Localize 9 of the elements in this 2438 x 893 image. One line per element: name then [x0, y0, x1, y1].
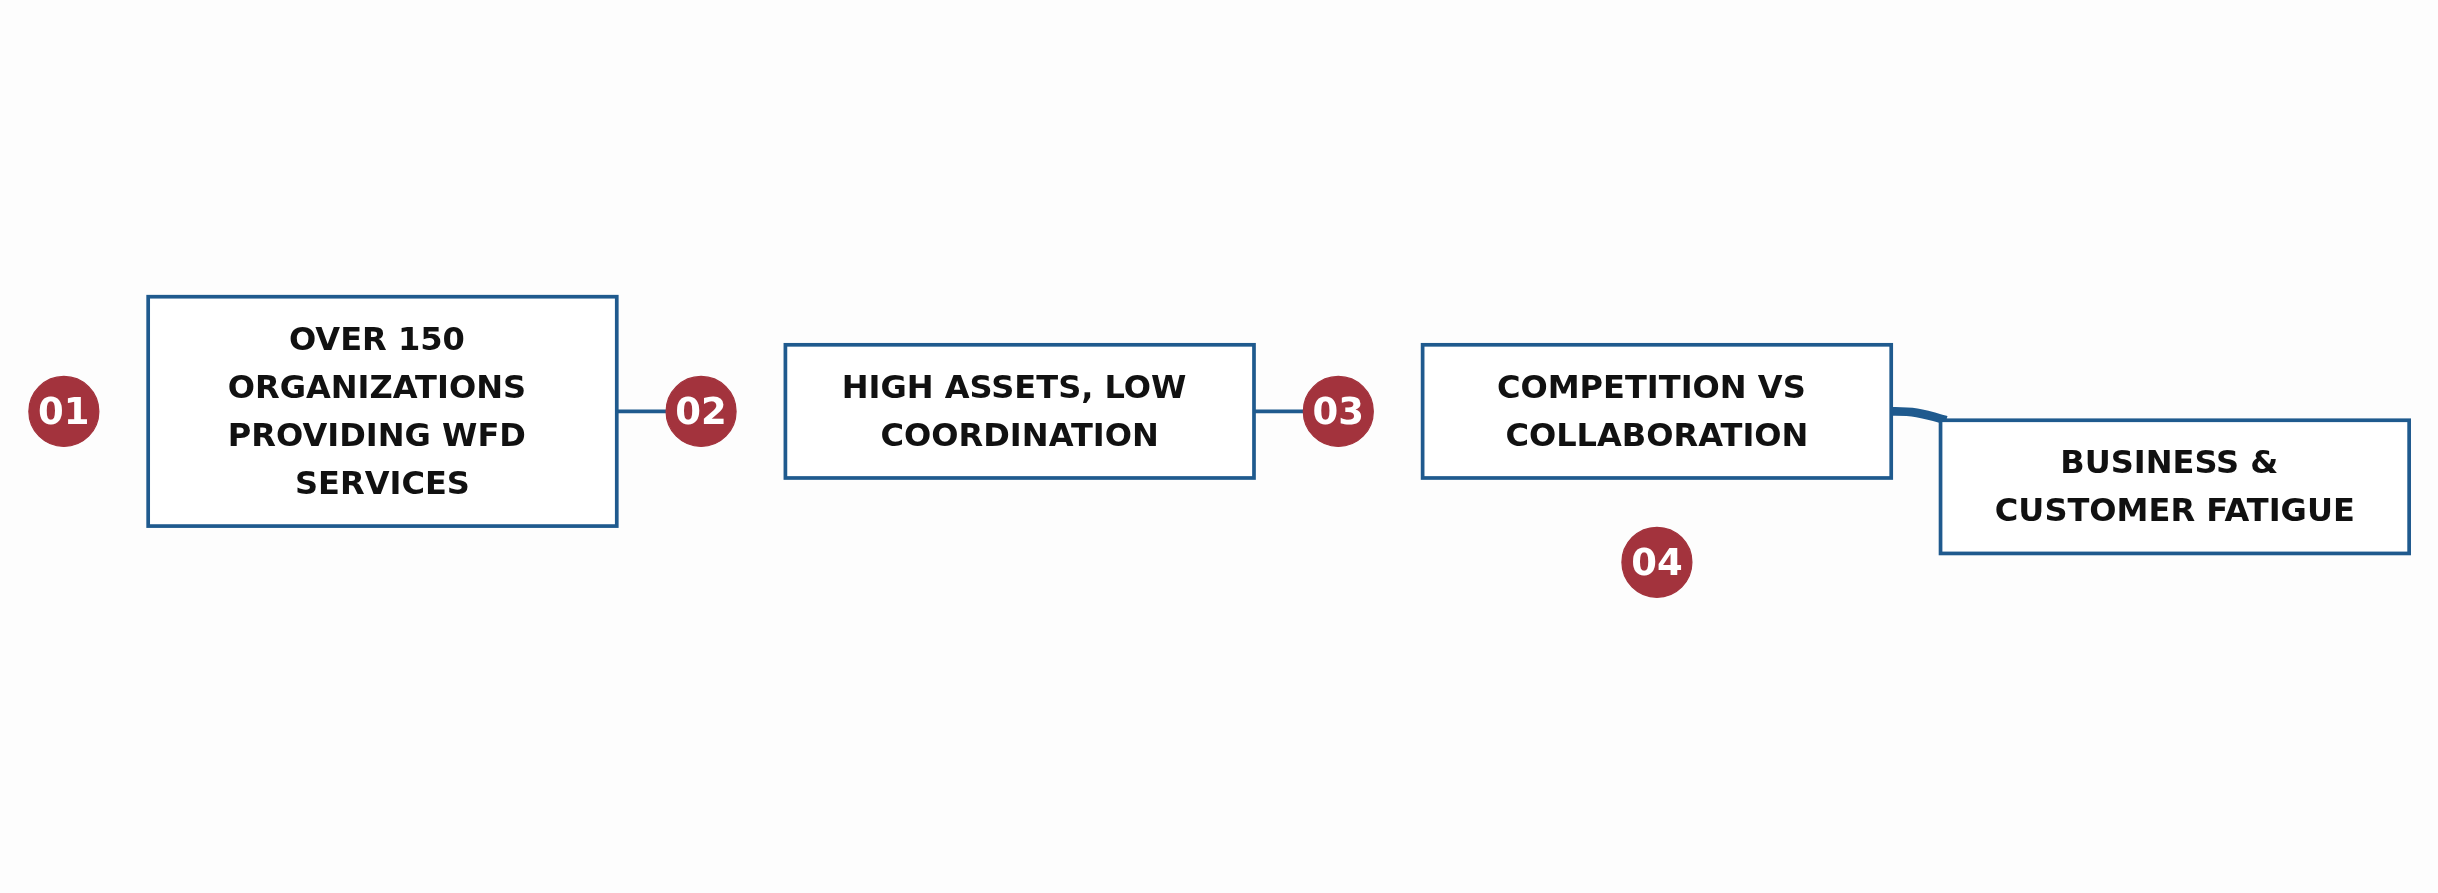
node-circle: 03 [1302, 375, 1374, 447]
node-circle: 01 [28, 375, 100, 447]
node-circle: 02 [665, 375, 737, 447]
node-box: BUSINESS & CUSTOMER FATIGUE [1938, 417, 2411, 555]
connector [1254, 409, 1304, 413]
node-box: COMPETITION VS COLLABORATION [1420, 342, 1894, 480]
node-box: HIGH ASSETS, LOW COORDINATION [783, 342, 1256, 480]
node-box: OVER 150 ORGANIZATIONS PROVIDING WFD SERVICES [146, 294, 619, 528]
node-circle: 04 [1621, 526, 1693, 598]
